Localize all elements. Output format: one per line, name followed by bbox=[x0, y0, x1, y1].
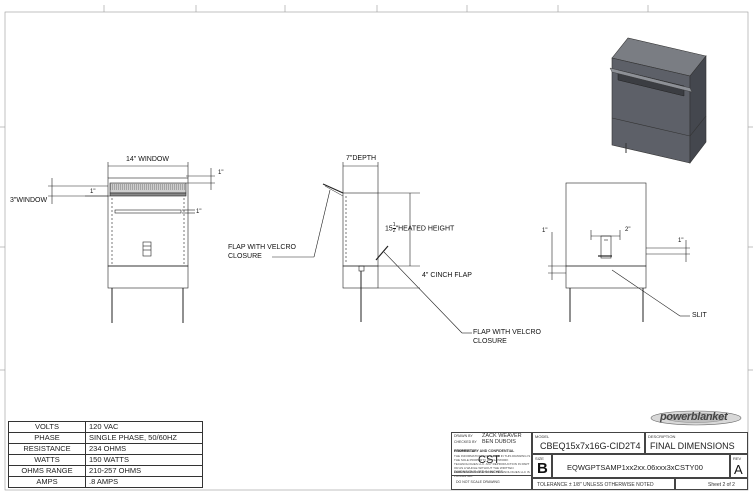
comments-box: COMMENTS: CST DIMENSIONS ARE IN INCHES bbox=[451, 448, 532, 476]
part-number-box: EQWGPTSAMP1xx2xx.06xxx3xCSTY00 bbox=[552, 454, 730, 478]
dim-cinch-flap: 4" CINCH FLAP bbox=[422, 272, 472, 279]
flap-left-note-2: CLOSURE bbox=[228, 253, 262, 260]
sheet-number: Sheet 2 of 2 bbox=[708, 482, 735, 488]
checked-by: BEN DUBOIS bbox=[482, 439, 516, 445]
spec-value: 234 OHMS bbox=[85, 443, 203, 455]
back-dim-left: 1" bbox=[542, 228, 548, 234]
no-scale-box: DO NOT SCALE DRAWING bbox=[451, 476, 532, 490]
flap-left-note-1: FLAP WITH VELCRO bbox=[228, 244, 296, 251]
model-value: CBEQ15x7x16G-CID2T4 bbox=[540, 441, 641, 451]
size-label: SIZE bbox=[535, 456, 544, 461]
heated-height-denominator: 2 bbox=[392, 228, 396, 234]
dim-window-height: 3"WINDOW bbox=[10, 197, 48, 204]
sheet-box: Sheet 2 of 2 bbox=[675, 478, 748, 490]
model-label: MODEL bbox=[535, 434, 550, 439]
spec-label: AMPS bbox=[8, 476, 86, 488]
spec-value: 210-257 OHMS bbox=[85, 465, 203, 477]
proprietary-text: THE INFORMATION CONTAINED IN THIS DRAWIN… bbox=[454, 454, 531, 478]
heated-height-text: "HEATED HEIGHT bbox=[395, 225, 455, 233]
comments-value: CST bbox=[478, 454, 500, 466]
drawn-by: ZACK WEAVER bbox=[482, 433, 522, 439]
logo-text: powerblanket bbox=[660, 411, 728, 423]
slit-note: SLIT bbox=[692, 312, 707, 319]
description-value: FINAL DIMENSIONS bbox=[650, 441, 735, 451]
flap-right-note-2: CLOSURE bbox=[473, 338, 507, 345]
spec-label: RESISTANCE bbox=[8, 443, 86, 455]
rev-label: REV bbox=[733, 456, 742, 461]
spec-label: PHASE bbox=[8, 432, 86, 444]
drawn-by-label: DRAWN BY bbox=[454, 434, 473, 438]
side-view bbox=[272, 162, 472, 334]
spec-row: AMPS.8 AMPS bbox=[8, 476, 203, 488]
spec-label: WATTS bbox=[8, 454, 86, 466]
description-box: DESCRIPTION FINAL DIMENSIONS bbox=[645, 432, 748, 454]
rev-value: A bbox=[734, 462, 743, 477]
checked-by-label: CHECKED BY bbox=[454, 440, 477, 444]
spec-label: OHMS RANGE bbox=[8, 465, 86, 477]
spec-value: 150 WATTS bbox=[85, 454, 203, 466]
isometric-view bbox=[609, 37, 707, 164]
flap-right-note-1: FLAP WITH VELCRO bbox=[473, 329, 541, 336]
sheet-border bbox=[4, 11, 749, 491]
spec-value: 120 VAC bbox=[85, 421, 203, 433]
rev-box: REV A bbox=[730, 454, 748, 478]
heated-height-whole: 15 bbox=[385, 225, 393, 233]
back-dim-slot: 2" bbox=[625, 227, 631, 233]
spec-value: SINGLE PHASE, 50/60HZ bbox=[85, 432, 203, 444]
size-value: B bbox=[537, 460, 548, 477]
front-view bbox=[48, 162, 215, 323]
tolerance-box: TOLERANCE ± 1/8" UNLESS OTHERWISE NOTED bbox=[532, 478, 675, 490]
tolerance-note: TOLERANCE ± 1/8" UNLESS OTHERWISE NOTED bbox=[537, 482, 654, 488]
dim-left: 1" bbox=[90, 189, 96, 195]
back-dim-right: 1" bbox=[678, 238, 684, 244]
dim-mid-right: 1" bbox=[196, 209, 202, 215]
dims-note: DIMENSIONS ARE IN INCHES bbox=[454, 470, 503, 474]
proprietary-title: PROPRIETARY AND CONFIDENTIAL bbox=[454, 449, 515, 453]
heated-height-numerator: 1 bbox=[392, 222, 396, 229]
no-scale-note: DO NOT SCALE DRAWING bbox=[456, 480, 500, 484]
size-box: SIZE B bbox=[532, 454, 552, 478]
part-number: EQWGPTSAMP1xx2xx.06xxx3xCSTY00 bbox=[567, 463, 703, 472]
description-label: DESCRIPTION bbox=[648, 434, 676, 439]
spec-label: VOLTS bbox=[8, 421, 86, 433]
back-view bbox=[548, 182, 690, 322]
dim-window-width: 14" WINDOW bbox=[126, 156, 169, 163]
spec-value: .8 AMPS bbox=[85, 476, 203, 488]
comments-label: COMMENTS: bbox=[454, 449, 476, 453]
powerblanket-logo: powerblanket bbox=[648, 408, 743, 428]
model-box: MODEL CBEQ15x7x16G-CID2T4 bbox=[532, 432, 645, 454]
dim-top-right: 1" bbox=[218, 170, 224, 176]
dim-depth: 7"DEPTH bbox=[346, 155, 377, 162]
drawn-checked-box: DRAWN BY ZACK WEAVER CHECKED BY BEN DUBO… bbox=[451, 432, 532, 448]
